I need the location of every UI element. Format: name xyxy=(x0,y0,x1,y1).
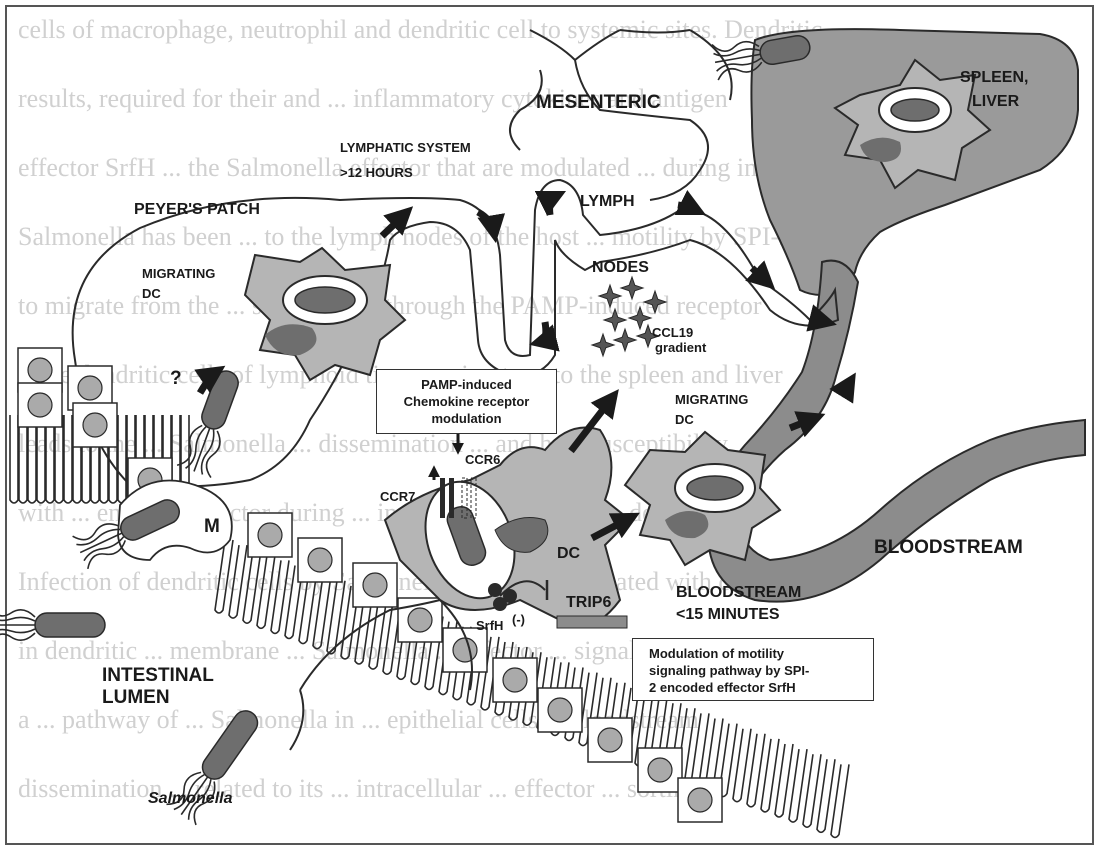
label-bloodstream-time: BLOODSTREAM xyxy=(676,584,801,601)
cell-nucleus xyxy=(648,758,672,782)
label-trip6: TRIP6 xyxy=(566,594,611,611)
background-text-line: cells of macrophage, neutrophil and dend… xyxy=(18,15,822,44)
label-bloodstream: BLOODSTREAM xyxy=(874,537,1023,558)
cell-nucleus xyxy=(83,413,107,437)
cell-nucleus xyxy=(308,548,332,572)
cell-nucleus xyxy=(688,788,712,812)
cell-nucleus xyxy=(28,393,52,417)
label-lymphatic-time: >12 HOURS xyxy=(340,165,413,180)
cell-nucleus xyxy=(453,638,477,662)
label-ccr6: CCR6 xyxy=(465,452,500,467)
cell-nucleus xyxy=(363,573,387,597)
background-text-line: Salmonella has been ... to the lymph nod… xyxy=(18,222,792,251)
cell-nucleus xyxy=(598,728,622,752)
label-srfh: SrfH xyxy=(476,618,503,633)
villus xyxy=(10,415,18,503)
label-dc: DC xyxy=(557,545,581,562)
cell-nucleus xyxy=(408,608,432,632)
background-text-line: effector SrfH ... the Salmonella effecto… xyxy=(18,153,829,182)
villus xyxy=(831,764,849,837)
label-salmonella: Salmonella xyxy=(148,790,233,807)
label-migrating-dc-top: MIGRATING xyxy=(142,266,215,281)
pamp-box-line-2: Chemokine receptor xyxy=(377,393,556,410)
label-lymphatic-system: LYMPHATIC SYSTEM xyxy=(340,140,471,155)
label-migrating-dc-top-2: DC xyxy=(142,286,161,301)
background-text-line: dissemination ... related to its ... int… xyxy=(18,774,699,803)
label-inhibit: (-) xyxy=(512,612,525,627)
label-migrating-dc-right: MIGRATING xyxy=(675,392,748,407)
label-lumen: LUMEN xyxy=(102,687,170,708)
label-peyers-patch: PEYER'S PATCH xyxy=(134,201,260,218)
label-ccl19-gradient: gradient xyxy=(655,340,707,355)
label-spleen: SPLEEN, xyxy=(960,69,1028,86)
cell-nucleus xyxy=(548,698,572,722)
cell-nucleus xyxy=(78,376,102,400)
label-lymph: LYMPH xyxy=(580,193,635,210)
modulation-box-line-1: Modulation of motility xyxy=(649,645,873,662)
label-bloodstream-time-2: <15 MINUTES xyxy=(676,606,780,623)
label-ccl19: CCL19 xyxy=(652,325,693,340)
label-ccr7: CCR7 xyxy=(380,489,415,504)
label-intestinal: INTESTINAL xyxy=(102,665,214,686)
srfh-motility-modulation-box: Modulation of motility signaling pathway… xyxy=(632,638,874,701)
cell-nucleus xyxy=(258,523,282,547)
modulation-box-line-2: signaling pathway by SPI- xyxy=(649,662,873,679)
cell-nucleus xyxy=(503,668,527,692)
pamp-chemokine-modulation-box: PAMP-induced Chemokine receptor modulati… xyxy=(376,369,557,434)
chemokine-star xyxy=(592,334,614,356)
label-liver: LIVER xyxy=(972,93,1020,110)
modulation-box-line-3: 2 encoded effector SrfH xyxy=(649,679,873,696)
pamp-box-line-3: modulation xyxy=(377,410,556,427)
label-question: ? xyxy=(170,368,182,389)
salmonella-bacterium xyxy=(0,607,105,643)
pamp-box-line-1: PAMP-induced xyxy=(377,376,556,393)
label-m-cell: M xyxy=(204,516,220,537)
label-nodes: NODES xyxy=(592,259,649,276)
chemokine-star xyxy=(614,329,636,351)
label-migrating-dc-right-2: DC xyxy=(675,412,694,427)
label-mesenteric: MESENTERIC xyxy=(536,92,661,113)
background-text-line: leads to the ... Salmonella ... dissemin… xyxy=(18,429,728,458)
cell-nucleus xyxy=(28,358,52,382)
